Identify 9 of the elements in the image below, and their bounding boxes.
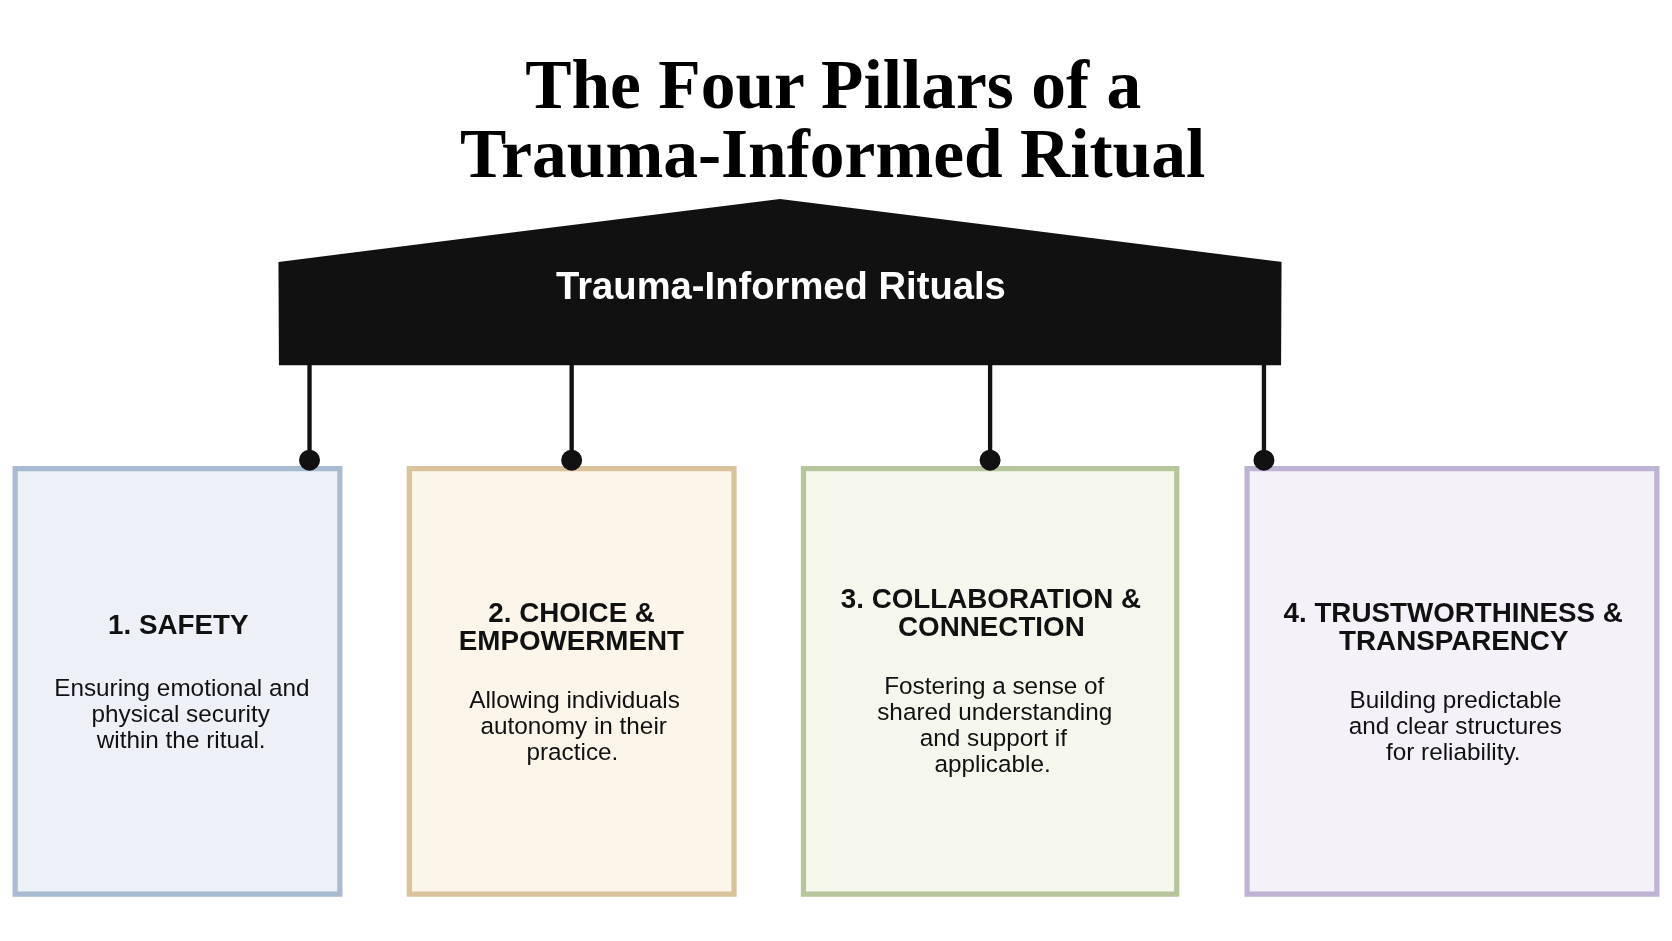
- node-box: 4. TRUSTWORTHINESS & TRANSPARENCY Building predictable and clear structures for reliability.: [1244, 466, 1660, 897]
- node-box: 1. SAFETY Ensuring emotional and physical security within the ritual.: [12, 466, 343, 897]
- connector: [299, 364, 321, 471]
- connector: [1253, 364, 1275, 471]
- diagram-title: The Four Pillars of a Trauma-Informed Ritual: [460, 45, 1206, 193]
- connector: [561, 364, 583, 471]
- node-box: 2. CHOICE & EMPOWERMENT Allowing individuals autonomy in their practice.: [406, 466, 737, 897]
- connector: [979, 364, 1001, 471]
- node-box: 3. COLLABORATION & CONNECTION Fostering a sense of shared understanding and support if applicable.: [800, 466, 1180, 897]
